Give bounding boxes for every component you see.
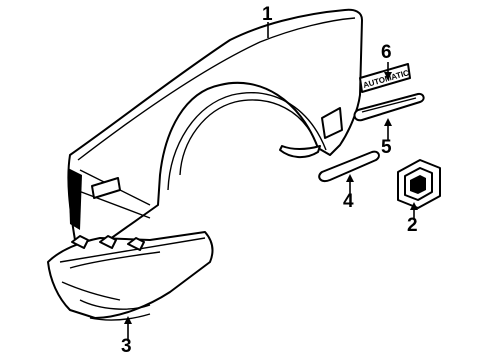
callout-6: 6 <box>381 42 392 63</box>
callout-5: 5 <box>381 137 392 158</box>
callout-3: 3 <box>121 336 132 357</box>
nameplate-emblem: AUTOMATIC <box>359 63 411 93</box>
marker-lamp-housing <box>397 159 441 209</box>
emblem-base-molding <box>353 92 425 122</box>
callout-1: 1 <box>262 4 273 25</box>
fender-panel <box>67 8 363 251</box>
callout-2: 2 <box>407 215 418 236</box>
molding-strip <box>318 150 380 182</box>
callout-4: 4 <box>343 191 354 212</box>
leader-lines <box>124 22 418 340</box>
splash-shield <box>47 231 214 321</box>
